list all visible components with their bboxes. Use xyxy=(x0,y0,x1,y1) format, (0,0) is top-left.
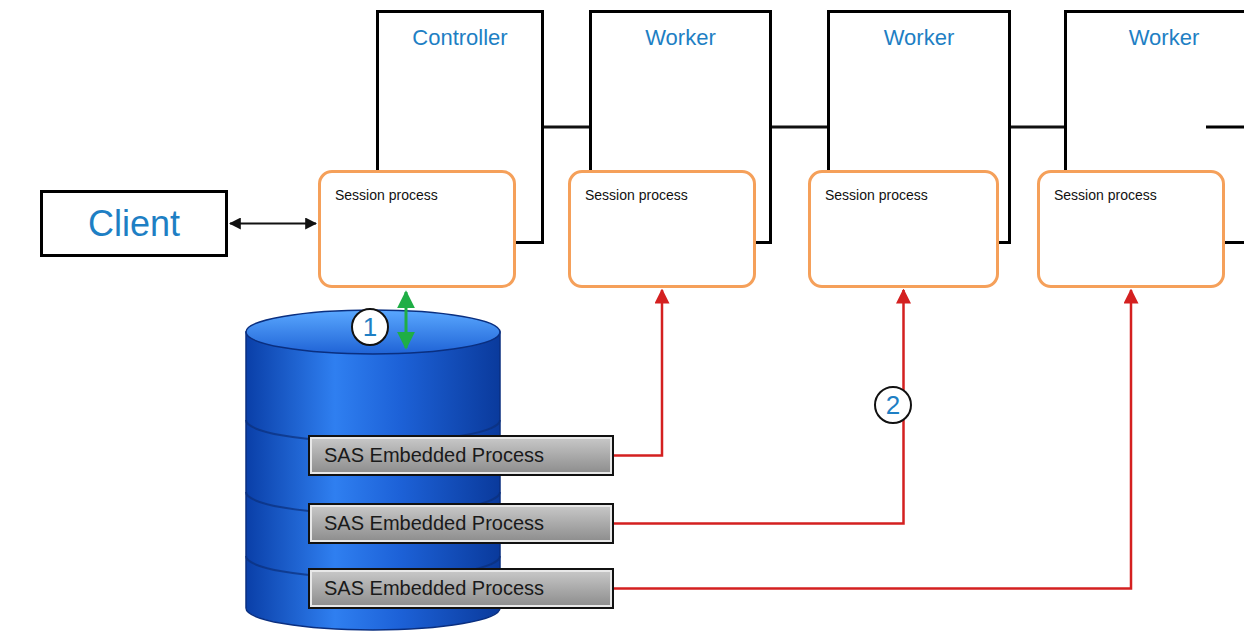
embedded-process-box: SAS Embedded Process xyxy=(308,435,614,476)
callout-number: 1 xyxy=(351,308,389,346)
server-box: ControllerSession process xyxy=(376,10,544,244)
box-label: Session process xyxy=(321,173,513,203)
session-process-box: Session process xyxy=(318,170,516,288)
client-link xyxy=(230,223,316,225)
box-label: Session process xyxy=(571,173,753,203)
callout-number: 2 xyxy=(874,386,912,424)
server-box: WorkerSession process xyxy=(827,10,1011,244)
session-process-box: Session process xyxy=(568,170,756,288)
server-box: WorkerSession process xyxy=(589,10,772,244)
box-label: SAS Embedded Process xyxy=(310,444,544,467)
box-title: Worker xyxy=(830,25,1008,51)
data-transfer-arrow xyxy=(405,292,408,348)
box-title: Worker xyxy=(1067,25,1244,51)
box-title: Worker xyxy=(592,25,769,51)
data-feed-arrow xyxy=(614,290,662,456)
box-label: Session process xyxy=(811,173,996,203)
box-title: Controller xyxy=(379,25,541,51)
session-process-box: Session process xyxy=(1037,170,1225,288)
session-process-box: Session process xyxy=(808,170,999,288)
box-label: Client xyxy=(88,203,180,245)
server-box: WorkerSession process xyxy=(1064,10,1244,244)
grid-continuation xyxy=(1206,126,1244,129)
data-feed-arrow xyxy=(614,290,1131,589)
data-feed-arrow xyxy=(614,290,904,524)
network-link xyxy=(771,126,829,129)
box-label: Session process xyxy=(1040,173,1222,203)
embedded-process-box: SAS Embedded Process xyxy=(308,568,614,609)
network-link xyxy=(1010,126,1066,129)
client-box: Client xyxy=(40,190,228,257)
network-link xyxy=(543,126,591,129)
embedded-process-box: SAS Embedded Process xyxy=(308,503,614,544)
box-label: SAS Embedded Process xyxy=(310,577,544,600)
box-label: SAS Embedded Process xyxy=(310,512,544,535)
